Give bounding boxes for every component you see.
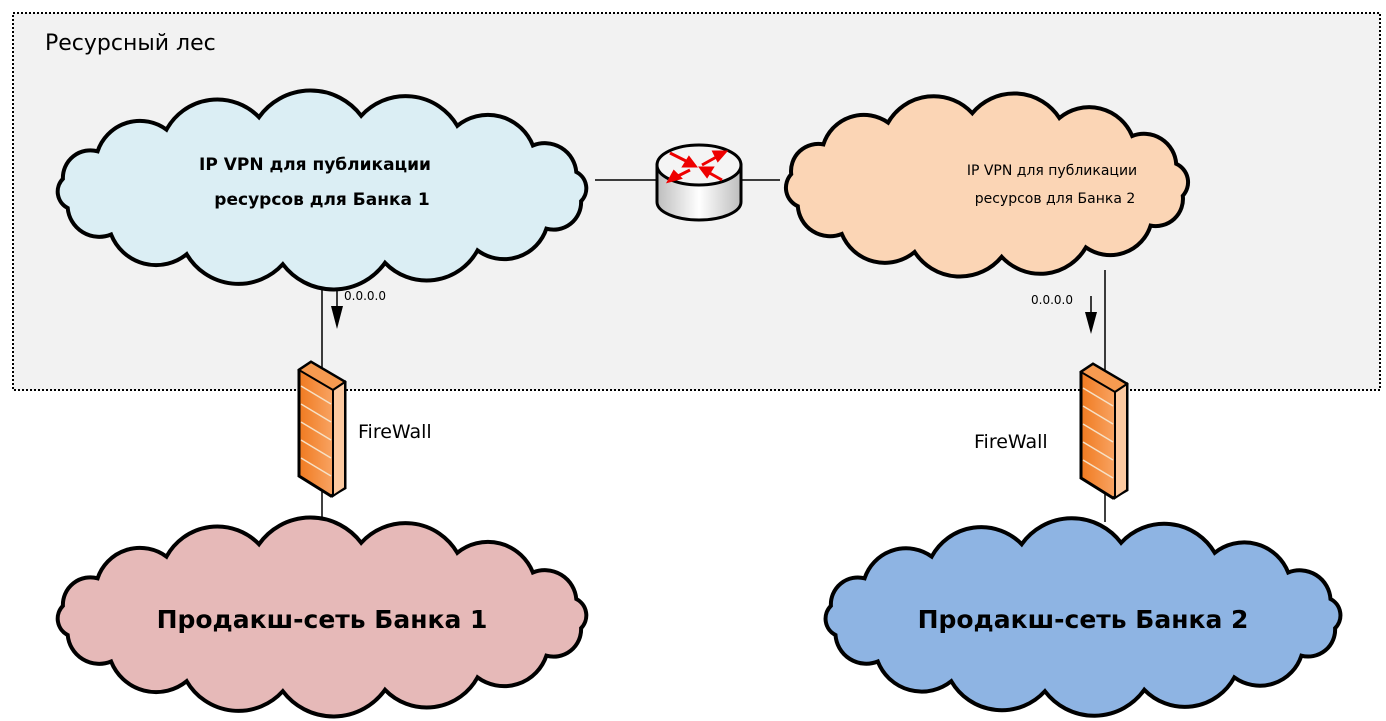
cloud-vpn-bank2	[783, 91, 1191, 279]
firewall-label-right: FireWall	[974, 431, 1048, 453]
default-route-arrow-right	[1085, 296, 1097, 334]
prod2-label: Продакш-сеть Банка 2	[918, 605, 1249, 634]
default-route-arrow-left	[331, 290, 343, 329]
route-label-right: 0.0.0.0	[1031, 293, 1073, 307]
firewall-icon	[297, 360, 347, 498]
cloud-vpn-bank1	[55, 88, 589, 292]
vpn1-label-line1: IP VPN для публикации	[199, 155, 431, 175]
cloud-prod-bank2	[823, 516, 1343, 718]
firewall-icon	[1079, 362, 1129, 500]
prod1-label: Продакш-сеть Банка 1	[157, 605, 488, 634]
route-label-left: 0.0.0.0	[344, 289, 386, 303]
firewall-label-left: FireWall	[358, 421, 432, 443]
vpn2-label-line2: ресурсов для Банка 2	[975, 191, 1136, 207]
cloud-prod-bank1	[55, 515, 589, 719]
vpn1-label-line2: ресурсов для Банка 1	[214, 190, 429, 210]
resource-forest-label: Ресурсный лес	[45, 31, 216, 56]
router-icon	[655, 143, 743, 222]
vpn2-label-line1: IP VPN для публикации	[967, 163, 1137, 179]
